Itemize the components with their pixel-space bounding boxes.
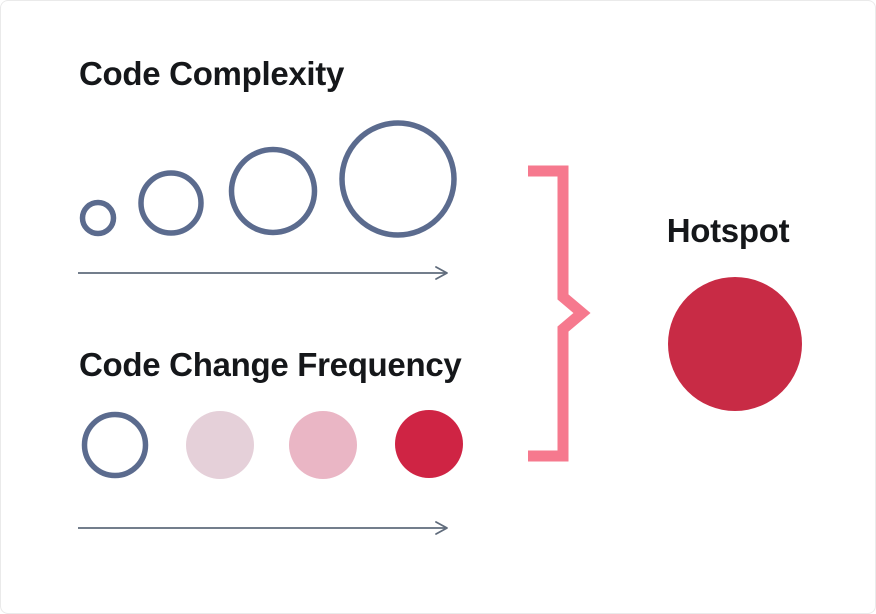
hotspot-circle <box>668 277 802 411</box>
complexity-circle-2 <box>138 170 204 236</box>
frequency-circle-3 <box>289 411 357 479</box>
frequency-axis-arrow-head <box>435 521 448 535</box>
combining-brace <box>528 165 591 462</box>
complexity-circle-4 <box>339 120 457 238</box>
frequency-circle-1 <box>81 411 149 479</box>
hotspot-title: Hotspot <box>666 212 790 249</box>
complexity-axis-arrow-head <box>435 266 448 280</box>
frequency-circle-2 <box>186 411 254 479</box>
frequency-circle-4 <box>395 410 463 478</box>
frequency-title: Code Change Frequency <box>79 346 462 383</box>
complexity-circle-1 <box>79 199 117 237</box>
complexity-circle-3 <box>228 146 318 236</box>
complexity-title: Code Complexity <box>79 55 345 92</box>
